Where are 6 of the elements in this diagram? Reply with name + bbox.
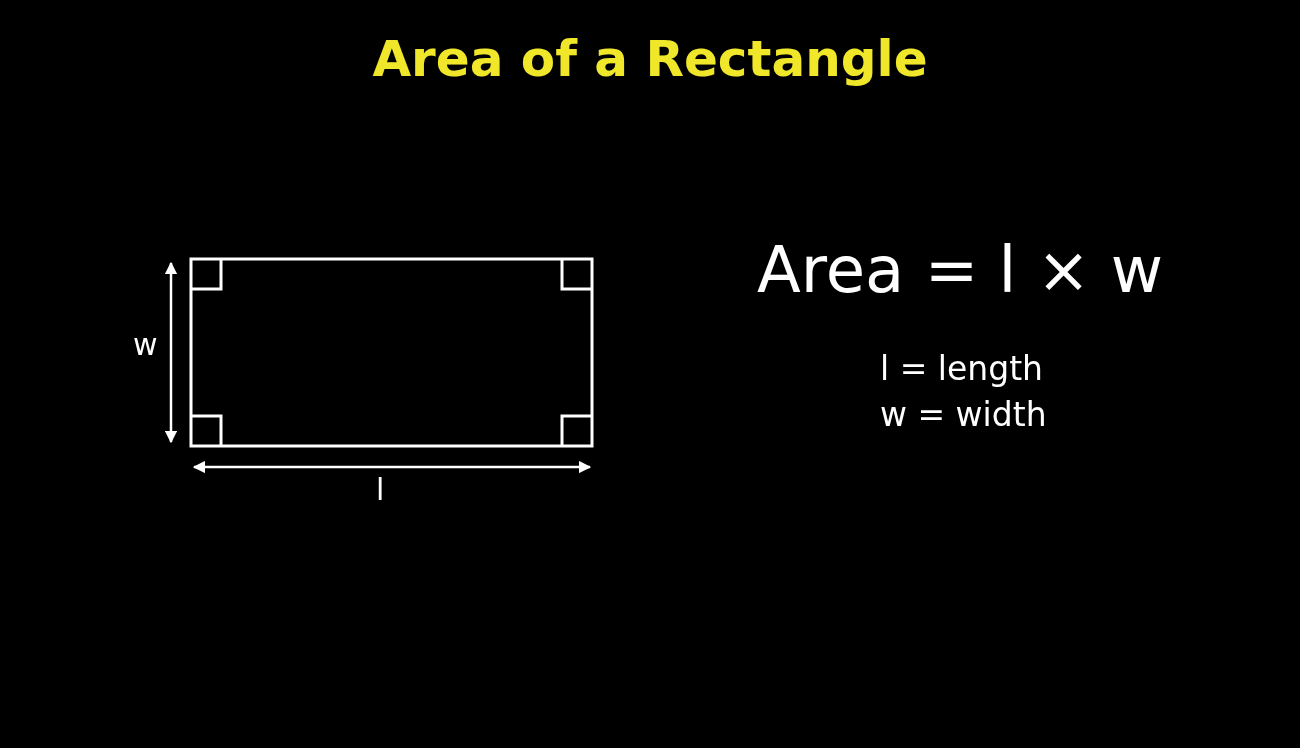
dimension-label: w (133, 330, 158, 360)
formula: Area = l × w (757, 238, 1164, 302)
legend-text: l = length (880, 352, 1043, 385)
dimension-label: l (376, 475, 385, 505)
title: Area of a Rectangle (371, 30, 929, 88)
legend-text: w = width (880, 398, 1047, 431)
